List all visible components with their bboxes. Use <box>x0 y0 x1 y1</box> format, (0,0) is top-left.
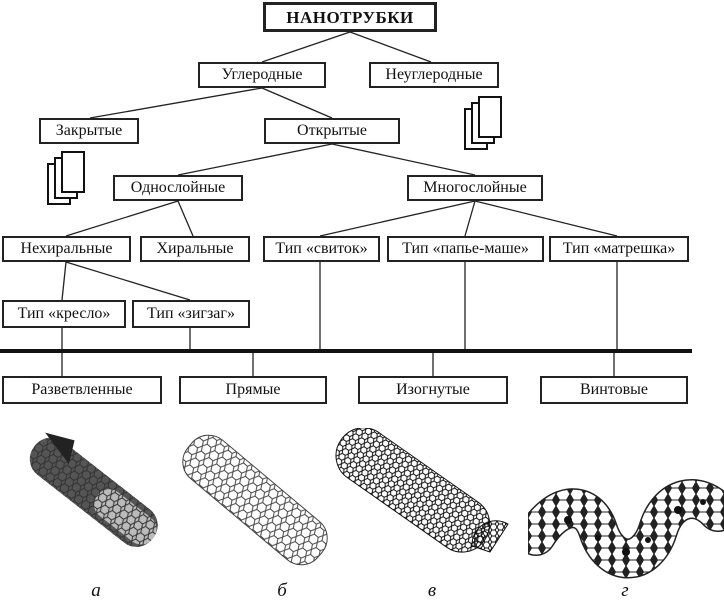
node-single: Однослойные <box>113 175 243 201</box>
node-multi: Многослойные <box>407 175 543 201</box>
root-node: НАНОТРУБКИ <box>263 2 437 32</box>
shape-helical: Винтовые <box>540 376 688 404</box>
caption-g: г <box>621 580 629 601</box>
shape-bent: Изогнутые <box>358 376 508 404</box>
branched-nanotube-image <box>29 432 158 547</box>
node-carbon: Углеродные <box>198 62 326 88</box>
caption-b: б <box>277 580 287 601</box>
node-matryoshka: Тип «матрешка» <box>549 236 689 262</box>
shape-branched: Разветвленные <box>2 376 162 404</box>
bent-nanotube-image <box>335 428 509 553</box>
node-achiral: Нехиральные <box>2 236 131 262</box>
node-noncarbon: Неуглеродные <box>369 62 499 88</box>
stacked-sheets-icon <box>464 96 502 150</box>
node-chiral: Хиральные <box>140 236 250 262</box>
straight-nanotube-image <box>182 434 328 566</box>
helical-nanotube-image <box>528 479 724 579</box>
node-zigzag: Тип «зигзаг» <box>132 300 250 328</box>
stacked-sheets-icon <box>47 151 85 205</box>
node-armchair: Тип «кресло» <box>2 300 126 328</box>
node-scroll: Тип «свиток» <box>263 236 380 262</box>
caption-v: в <box>427 580 437 601</box>
node-closed: Закрытые <box>39 118 139 144</box>
caption-a: а <box>91 580 101 601</box>
shape-straight: Прямые <box>179 376 327 404</box>
node-open: Открытые <box>264 118 400 144</box>
node-papier: Тип «папье-маше» <box>387 236 544 262</box>
